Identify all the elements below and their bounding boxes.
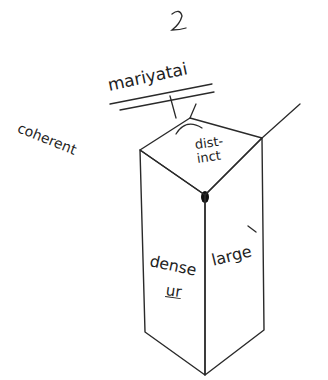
tick-stroke [248,226,256,232]
face-word: large [210,242,254,269]
extension-line [190,104,196,118]
left-face: dense ur [140,150,205,375]
handwritten-word: coherent [15,121,78,159]
face-word: ur [165,282,183,301]
pointer-stroke [170,96,176,118]
handwritten-word: mariyatai [106,59,189,94]
squiggle-mark [172,11,186,30]
underline-stroke [120,92,214,110]
extension-line [262,104,300,138]
right-face: large [205,138,264,375]
face-word: dist- inct [194,133,238,167]
face-word: dense [148,252,198,279]
face-edge [205,138,264,375]
face-edge [140,150,205,375]
loop-stroke [176,124,202,134]
